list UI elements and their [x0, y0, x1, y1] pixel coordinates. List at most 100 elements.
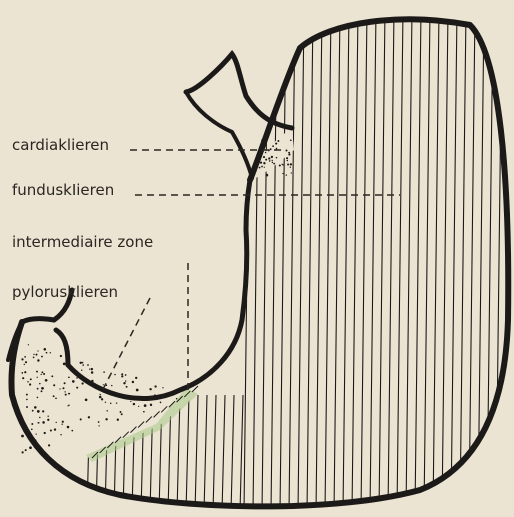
- stipple-dot: [37, 410, 40, 413]
- stipple-dot: [277, 140, 279, 142]
- stipple-dot: [143, 411, 145, 413]
- stipple-dot: [55, 397, 57, 399]
- hatch-line: [240, 395, 243, 512]
- stipple-dot: [30, 378, 32, 380]
- hatch-line: [253, 10, 259, 512]
- hatch-line: [195, 395, 198, 512]
- stipple-dot: [121, 375, 123, 377]
- hatch-line: [415, 10, 421, 512]
- stipple-dot: [265, 152, 266, 153]
- stipple-dot: [126, 386, 128, 388]
- stipple-dot: [21, 435, 24, 438]
- stipple-dot: [103, 384, 104, 385]
- stipple-dot: [42, 410, 44, 412]
- stipple-dot: [125, 380, 126, 381]
- stipple-dot: [89, 369, 90, 370]
- hatch-line: [397, 10, 403, 512]
- stipple-dot: [288, 153, 290, 155]
- stipple-dot: [33, 357, 35, 359]
- stipple-dot: [149, 388, 151, 390]
- stipple-dot: [290, 139, 292, 141]
- stipple-dot: [135, 377, 137, 379]
- stipple-dot: [51, 375, 53, 377]
- stipple-dot: [26, 399, 28, 401]
- stipple-dot: [26, 406, 28, 408]
- stipple-dot: [67, 426, 70, 429]
- stipple-dot: [259, 167, 261, 169]
- stipple-dot: [38, 422, 40, 424]
- stipple-dot: [269, 160, 271, 162]
- stipple-dot: [24, 371, 26, 373]
- stipple-dot: [154, 385, 156, 387]
- stipple-dot: [288, 152, 290, 154]
- stipple-dot: [130, 401, 131, 402]
- stipple-dot: [53, 384, 55, 386]
- stipple-dot: [59, 388, 60, 389]
- stipple-dot: [68, 393, 70, 395]
- stipple-dot: [22, 451, 24, 453]
- stipple-dot: [276, 157, 278, 159]
- stipple-dot: [25, 361, 27, 363]
- stipple-dot: [98, 421, 100, 423]
- stipple-dot: [162, 387, 163, 388]
- stipple-dot: [123, 382, 125, 384]
- stipple-dot: [46, 352, 48, 354]
- stipple-dot: [22, 377, 24, 379]
- stipple-dot: [105, 418, 107, 420]
- stipple-dot: [26, 394, 28, 396]
- stipple-dot: [25, 449, 27, 451]
- stipple-dot: [63, 363, 66, 366]
- stipple-dot: [80, 418, 82, 420]
- stipple-dot: [37, 388, 39, 390]
- stipple-dot: [132, 381, 134, 383]
- stipple-dot: [64, 391, 65, 392]
- hatch-line: [231, 395, 234, 512]
- stipple-dot: [121, 373, 123, 375]
- label-pyloric-glands: pylorusklieren: [12, 283, 118, 301]
- hatch-line: [379, 10, 385, 512]
- stipple-dot: [264, 167, 265, 168]
- stipple-dot: [279, 164, 281, 166]
- stipple-dot: [41, 371, 43, 373]
- stipple-dot: [24, 364, 25, 365]
- stipple-dot: [36, 354, 38, 356]
- hatch-line: [469, 10, 475, 512]
- stipple-dot: [136, 389, 139, 392]
- hatch-line: [298, 10, 304, 512]
- hatch-line: [370, 10, 376, 512]
- stipple-dot: [50, 352, 51, 353]
- stipple-dot: [260, 162, 262, 164]
- stipple-dot: [29, 446, 32, 449]
- hatch-line: [433, 10, 439, 512]
- hatch-line: [388, 10, 394, 512]
- stipple-dot: [41, 387, 44, 390]
- stipple-dot: [87, 364, 89, 366]
- stipple-dot: [44, 348, 47, 351]
- hatch-line: [222, 395, 225, 512]
- stipple-dot: [287, 160, 289, 162]
- hatch-line: [406, 10, 412, 512]
- stipple-dot: [47, 419, 49, 421]
- stipple-dot: [103, 371, 105, 373]
- stipple-dot: [39, 383, 41, 385]
- stipple-dot: [270, 148, 272, 150]
- stipple-dot: [62, 387, 64, 389]
- stipple-dot: [43, 373, 45, 375]
- stipple-dot: [53, 395, 55, 397]
- stipple-dot: [34, 406, 37, 409]
- stipple-dot: [114, 374, 115, 375]
- stipple-dot: [21, 372, 23, 374]
- stipple-dot: [72, 380, 75, 383]
- hatch-line: [352, 10, 358, 512]
- hatch-line: [334, 10, 340, 512]
- stipple-dot: [71, 430, 73, 432]
- stipple-dot: [282, 173, 283, 174]
- stipple-dot: [265, 159, 267, 161]
- stipple-dot: [291, 172, 292, 173]
- hatch-line: [271, 10, 277, 512]
- stipple-dot: [88, 416, 90, 418]
- stipple-dot: [263, 162, 265, 164]
- stipple-dot: [85, 398, 88, 401]
- stipple-dot: [261, 166, 263, 168]
